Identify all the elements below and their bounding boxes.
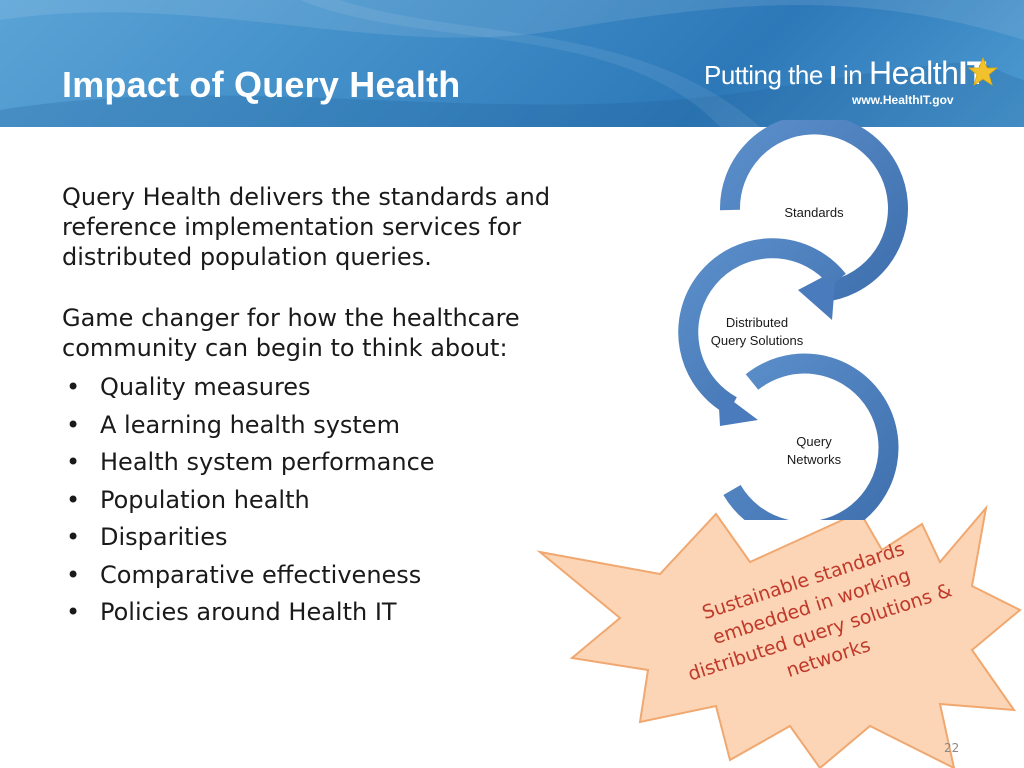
star-icon	[968, 57, 998, 86]
bullet-item: Comparative effectiveness	[62, 557, 602, 595]
standards-ring-arc	[719, 120, 908, 302]
bullet-item: Health system performance	[62, 444, 602, 482]
query-label-line2: Networks	[786, 452, 842, 467]
logo-putting-text: Putting the	[704, 60, 830, 90]
logo-url: www.HealthIT.gov	[852, 93, 954, 107]
distributed-label-line2: Query Solutions	[710, 333, 804, 348]
healthit-logo: Putting the I in HealthIT www.HealthIT.g…	[704, 55, 998, 107]
query-networks-label: Query Networks	[764, 433, 864, 469]
standards-arrow-icon	[798, 270, 836, 320]
bullet-item: A learning health system	[62, 407, 602, 445]
slide-header: Impact of Query Health Putting the I in …	[0, 0, 1024, 127]
bullet-item: Population health	[62, 482, 602, 520]
page-number: 22	[944, 741, 960, 755]
standards-label-text: Standards	[784, 205, 844, 220]
distributed-label-line1: Distributed	[725, 315, 789, 330]
distributed-query-solutions-label: Distributed Query Solutions	[692, 314, 822, 350]
slide-title: Impact of Query Health	[62, 64, 461, 105]
lead-paragraph: Game changer for how the healthcare comm…	[62, 304, 520, 362]
distributed-ring-arc	[678, 238, 846, 415]
bullet-item: Disparities	[62, 519, 602, 557]
slide-body: Query Health delivers the standards and …	[62, 182, 602, 632]
logo-health-text: Health	[868, 55, 959, 91]
bullet-item: Policies around Health IT	[62, 594, 602, 632]
intro-paragraph: Query Health delivers the standards and …	[62, 183, 551, 271]
query-label-line1: Query	[796, 434, 832, 449]
logo-in-text: in	[836, 60, 869, 90]
process-cycle-diagram	[678, 120, 908, 520]
standards-label: Standards	[764, 204, 864, 222]
header-wave-decoration	[0, 0, 1024, 127]
bullet-item: Quality measures	[62, 369, 602, 407]
networks-ring-arc	[723, 353, 899, 520]
distributed-arrow-icon	[718, 390, 758, 426]
logo-i-text: I	[829, 60, 837, 90]
bullet-list: Quality measures A learning health syste…	[62, 369, 602, 632]
